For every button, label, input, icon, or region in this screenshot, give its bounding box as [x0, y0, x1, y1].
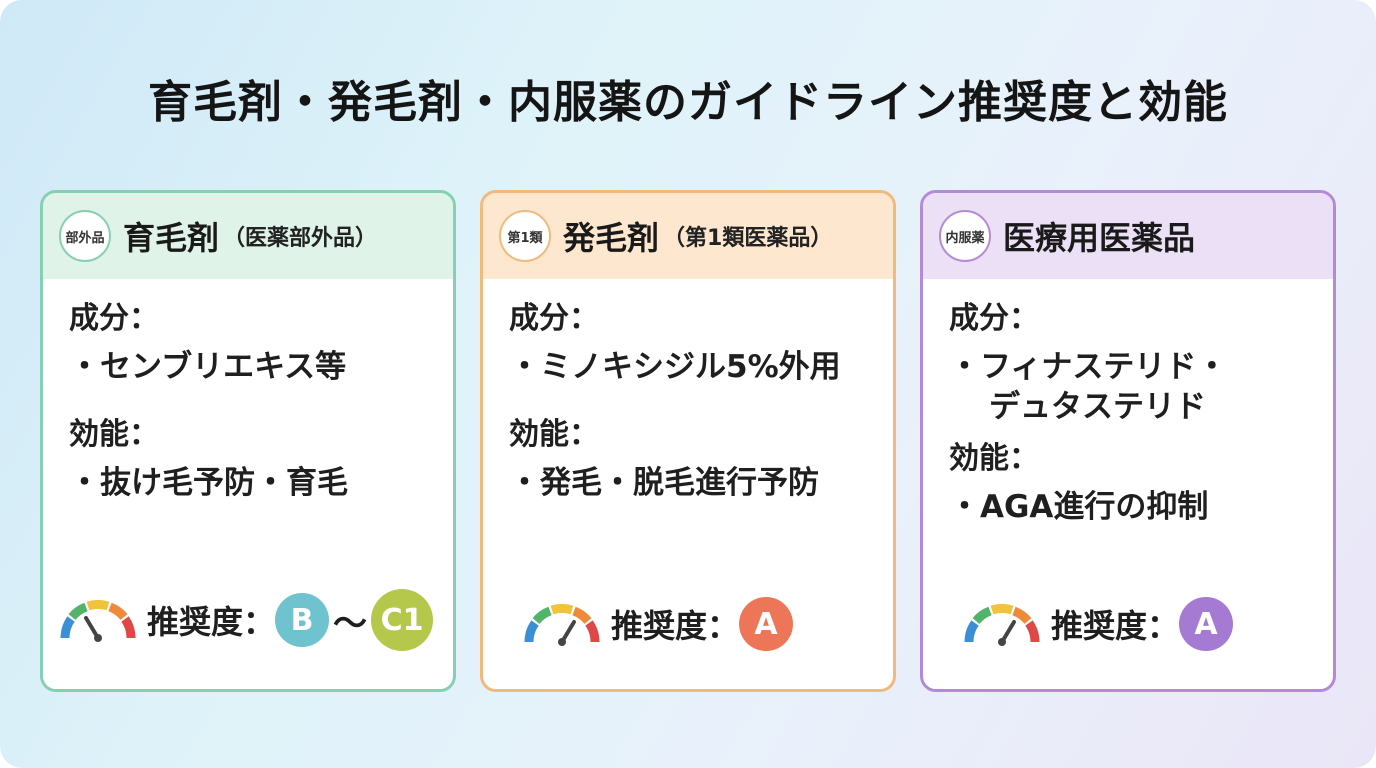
- page-title: 育毛剤・発毛剤・内服薬のガイドライン推奨度と効能: [148, 77, 1228, 128]
- ingredient-label: 成分：: [509, 301, 599, 336]
- ingredient-label: 成分：: [949, 301, 1039, 336]
- efficacy-label: 効能：: [949, 441, 1039, 476]
- efficacy-label: 効能：: [509, 417, 599, 452]
- ingredient-item: ・ミノキシジル5%外用: [509, 349, 841, 385]
- efficacy-item: ・AGA進行の抑制: [949, 489, 1209, 525]
- card-title: 育毛剤: [123, 219, 220, 257]
- category-badge: 部外品: [59, 210, 111, 262]
- grade-badge-c1: C1: [371, 589, 434, 651]
- category-badge: 内服薬: [939, 210, 991, 262]
- ingredient-item: ・センブリエキス等: [69, 349, 347, 385]
- gauge-icon: [524, 604, 600, 646]
- card-header: 内服薬 医療用医薬品: [923, 193, 1333, 279]
- efficacy-label: 効能：: [69, 417, 159, 452]
- rating-label: 推奨度：: [611, 607, 740, 645]
- grade-badge-b: B: [275, 593, 330, 647]
- card-title: 医療用医薬品: [1003, 219, 1196, 257]
- recommendation-rating: 推奨度： A: [963, 597, 1323, 651]
- grade-range-separator: 〜: [333, 603, 368, 644]
- card-body: 成分： ・フィナステリド・ デュタステリド 効能： ・AGA進行の抑制: [923, 279, 1333, 527]
- card-header: 部外品 育毛剤 （医薬部外品）: [43, 193, 453, 279]
- category-badge: 第1類: [499, 210, 551, 262]
- card-hair-growth-tonic: 部外品 育毛剤 （医薬部外品） 成分： ・センブリエキス等 効能： ・抜け毛予防…: [40, 190, 456, 692]
- recommendation-rating: 推奨度： B 〜 C1: [59, 589, 443, 651]
- gauge-icon: [964, 604, 1040, 646]
- efficacy-item: ・抜け毛予防・育毛: [69, 465, 348, 501]
- card-subtitle: （医薬部外品）: [223, 226, 378, 251]
- ingredient-item-continued: デュタステリド: [989, 389, 1206, 425]
- grade-badge-a: A: [1179, 597, 1234, 651]
- card-header: 第1類 発毛剤 （第1類医薬品）: [483, 193, 893, 279]
- card-prescription-drug: 内服薬 医療用医薬品 成分： ・フィナステリド・ デュタステリド 効能： ・AG…: [920, 190, 1336, 692]
- ingredient-label: 成分：: [69, 301, 159, 336]
- recommendation-rating: 推奨度： A: [523, 597, 883, 651]
- gauge-icon: [60, 600, 136, 642]
- rating-label: 推奨度：: [147, 603, 276, 641]
- card-hair-regrowth-drug: 第1類 発毛剤 （第1類医薬品） 成分： ・ミノキシジル5%外用 効能： ・発毛…: [480, 190, 896, 692]
- grade-badge-a: A: [739, 597, 794, 651]
- card-body: 成分： ・センブリエキス等 効能： ・抜け毛予防・育毛: [43, 279, 453, 503]
- card-title: 発毛剤: [563, 219, 660, 257]
- rating-label: 推奨度：: [1051, 607, 1180, 645]
- efficacy-item: ・発毛・脱毛進行予防: [509, 465, 819, 501]
- ingredient-item: ・フィナステリド・: [949, 349, 1228, 385]
- card-subtitle: （第1類医薬品）: [663, 226, 833, 251]
- card-body: 成分： ・ミノキシジル5%外用 効能： ・発毛・脱毛進行予防: [483, 279, 893, 503]
